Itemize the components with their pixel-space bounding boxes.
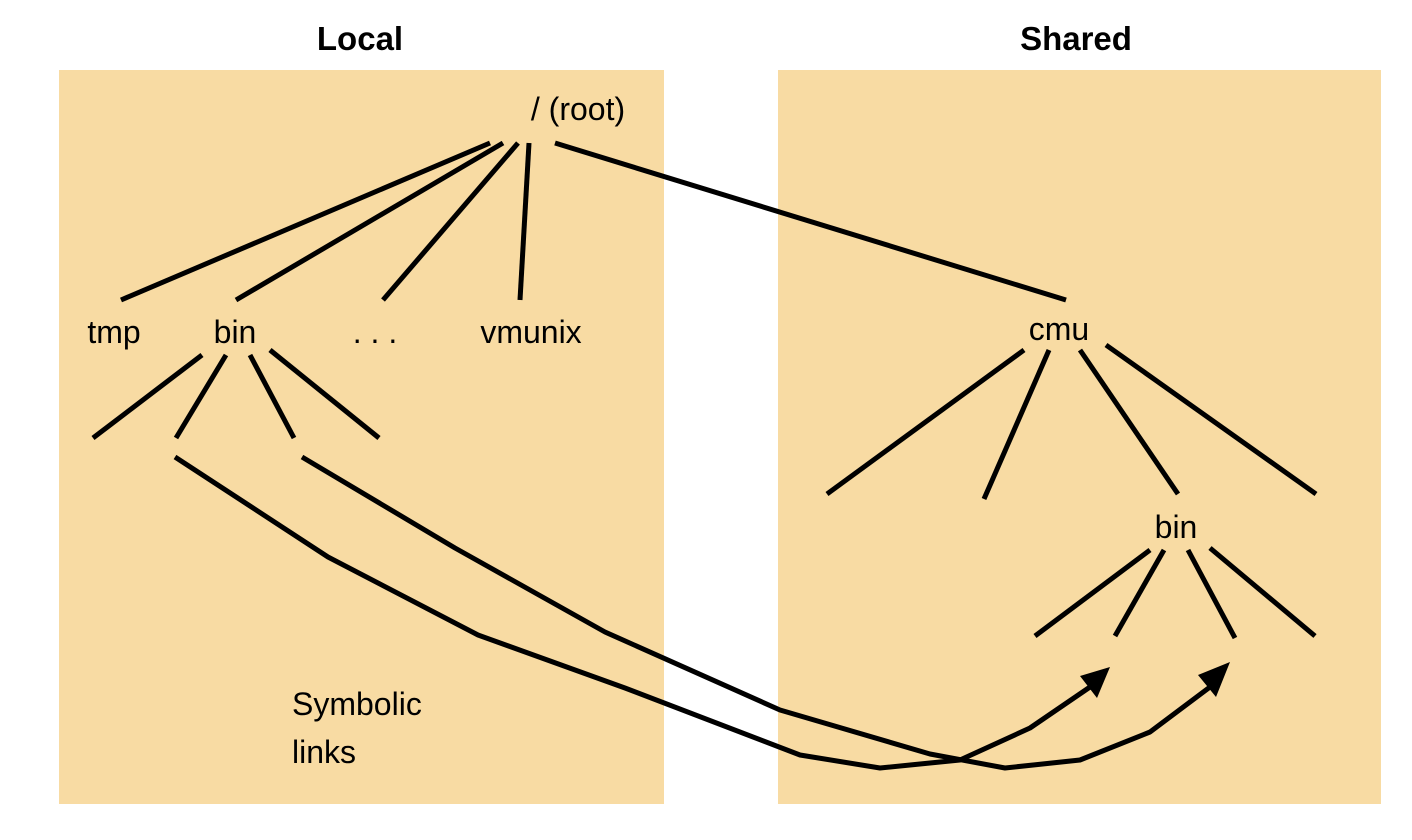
edge-shared-bin-child-3 xyxy=(1185,548,1238,640)
local-panel xyxy=(59,70,664,804)
local-heading: Local xyxy=(316,20,404,57)
edge-cmu-bin xyxy=(1077,348,1181,496)
cmu-node-label: cmu xyxy=(1028,311,1090,347)
root-node-label: / (root) xyxy=(530,91,626,127)
edge-local-bin-child-3 xyxy=(247,353,297,440)
shared-panel xyxy=(778,70,1381,804)
caption-line-1: Symbolic xyxy=(292,686,422,722)
caption-line-2: links xyxy=(292,734,357,770)
ellipsis-node-label: . . . xyxy=(352,314,398,350)
edge-local-bin-child-2 xyxy=(173,353,229,440)
edge-root-vmunix xyxy=(517,142,532,301)
symbolic-link-1-arrowhead xyxy=(1080,667,1110,698)
local-bin-node-label: bin xyxy=(213,314,257,350)
edge-root-ellipsis xyxy=(381,141,520,302)
edge-cmu-child-4 xyxy=(1104,342,1318,497)
shared-heading: Shared xyxy=(1020,20,1132,57)
edge-shared-bin-child-1 xyxy=(1033,547,1152,639)
symbolic-links-caption: Symbolic links xyxy=(292,680,422,776)
vmunix-node-label: vmunix xyxy=(480,314,582,350)
tmp-node-label: tmp xyxy=(87,314,141,350)
edge-shared-bin-child-4 xyxy=(1208,546,1317,638)
symbolic-link-2 xyxy=(300,454,1212,771)
edge-root-cmu xyxy=(554,140,1067,303)
edge-root-bin xyxy=(234,140,505,303)
edge-cmu-child-2 xyxy=(981,349,1052,500)
edge-local-bin-child-4 xyxy=(268,348,381,440)
edge-shared-bin-child-2 xyxy=(1112,548,1167,638)
symbolic-link-2-arrowhead xyxy=(1198,662,1230,697)
edge-cmu-child-1 xyxy=(825,347,1026,497)
edge-local-bin-child-1 xyxy=(91,353,204,440)
shared-bin-node-label: bin xyxy=(1154,509,1198,545)
edge-root-tmp xyxy=(120,140,491,303)
symbolic-link-1 xyxy=(173,454,1092,771)
